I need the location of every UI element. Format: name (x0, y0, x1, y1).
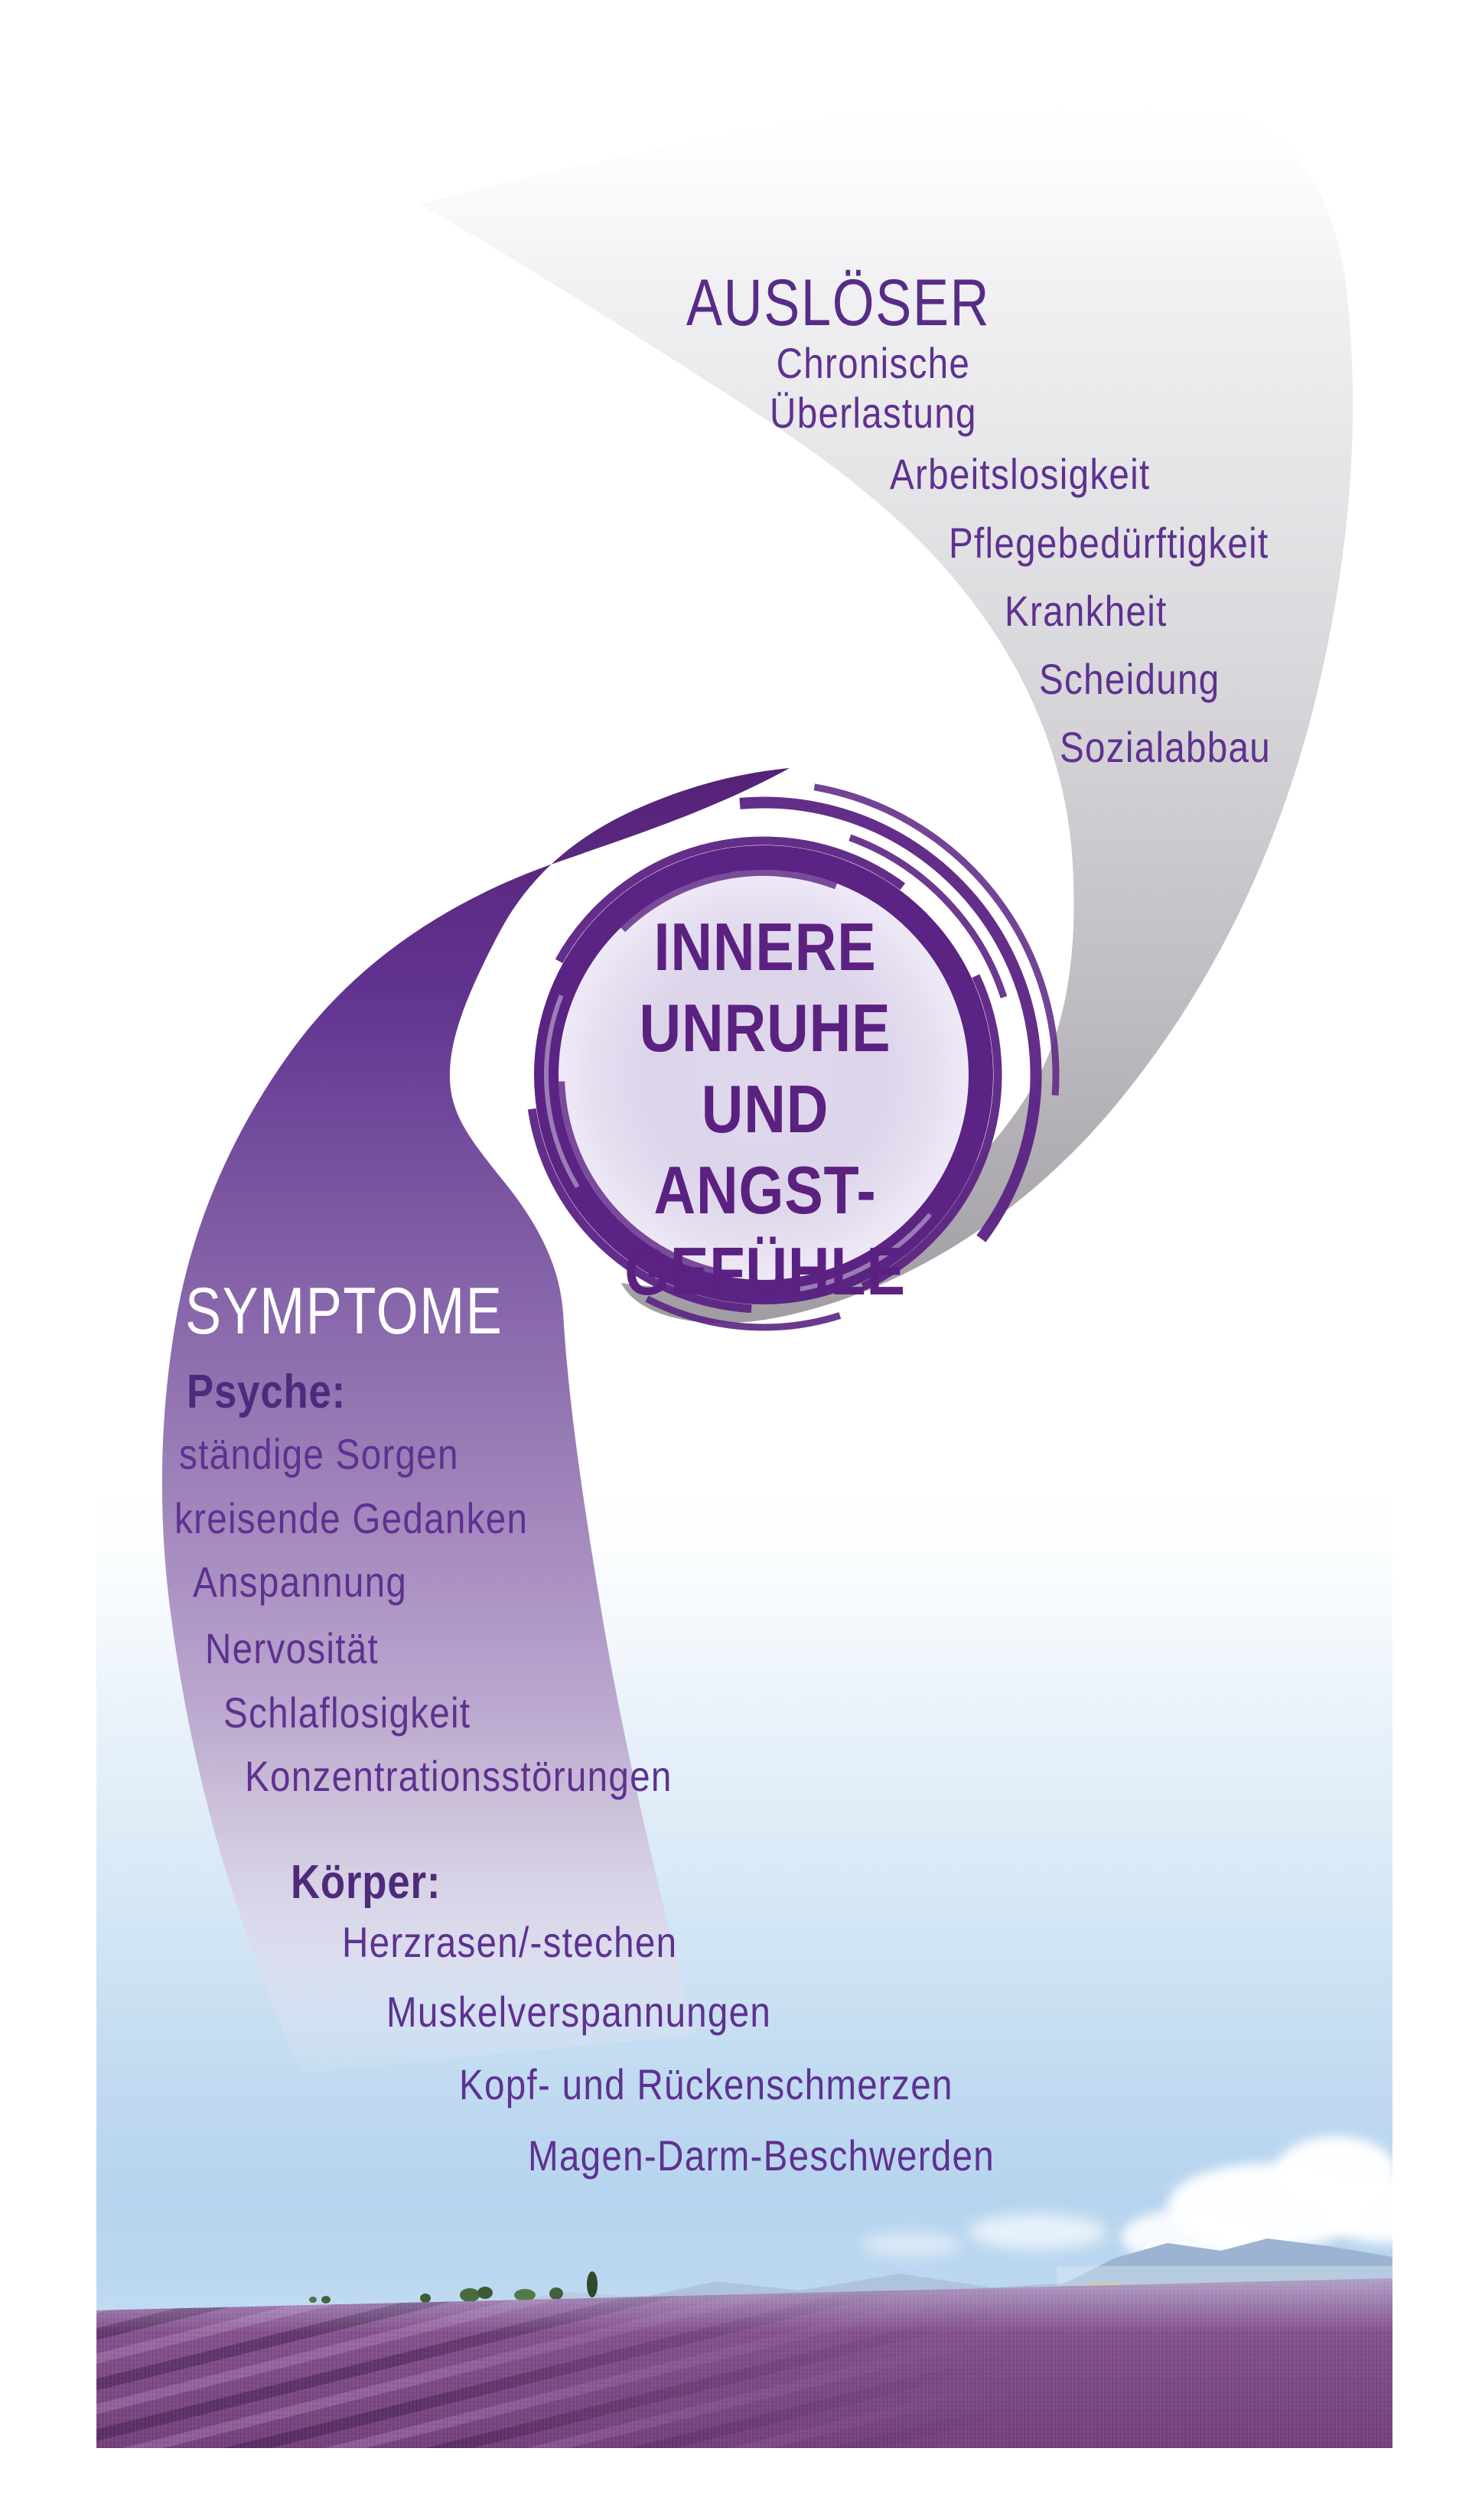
trigger-item: Pflegebedürftigkeit (949, 519, 1269, 567)
cloud (969, 2214, 1106, 2249)
koerper-label: Körper: (291, 1856, 441, 1909)
badge-line-3: ANGST- (653, 1152, 877, 1228)
cloud (862, 2232, 961, 2257)
trigger-item: Sozialabbau (1060, 723, 1272, 771)
trigger-item: Krankheit (1005, 587, 1168, 635)
psyche-label: Psyche: (187, 1366, 347, 1418)
psyche-item: ständige Sorgen (179, 1430, 459, 1478)
badge-disc (557, 868, 970, 1281)
badge-line-2: UNRUHE UND (639, 990, 891, 1147)
trigger-item: Scheidung (1039, 655, 1220, 703)
horizon-trees (309, 2271, 598, 2303)
badge-line-1: INNERE (653, 909, 877, 985)
lavender-field (96, 2278, 1392, 2448)
lavender-field-photo (96, 1492, 1392, 2448)
symptome-title: SYMPTOME (185, 1275, 503, 1348)
badge-brush-rings (467, 779, 1060, 1371)
koerper-item: Kopf- und Rückenschmerzen (459, 2060, 953, 2108)
trigger-item: Arbeitslosigkeit (890, 450, 1151, 498)
badge-title: INNERE UNRUHE UND ANGST- GEFÜHLE (575, 907, 954, 1312)
psyche-item: Nervosität (205, 1624, 379, 1672)
koerper-item: Herzrasen/-stechen (342, 1918, 678, 1966)
koerper-item: Magen-Darm-Beschwerden (528, 2131, 995, 2180)
badge-line-4: GEFÜHLE (624, 1233, 906, 1309)
psyche-item: Anspannung (193, 1558, 408, 1606)
ausloeser-title: AUSLÖSER (686, 266, 991, 340)
cypress-tree (587, 2271, 598, 2297)
psyche-item: Konzentrationsstörungen (245, 1752, 673, 1800)
psyche-item: Schlaflosigkeit (223, 1688, 471, 1737)
trigger-item: Chronische Überlastung (770, 339, 977, 437)
psyche-item: kreisende Gedanken (174, 1494, 529, 1542)
koerper-item: Muskelverspannungen (386, 1988, 772, 2036)
